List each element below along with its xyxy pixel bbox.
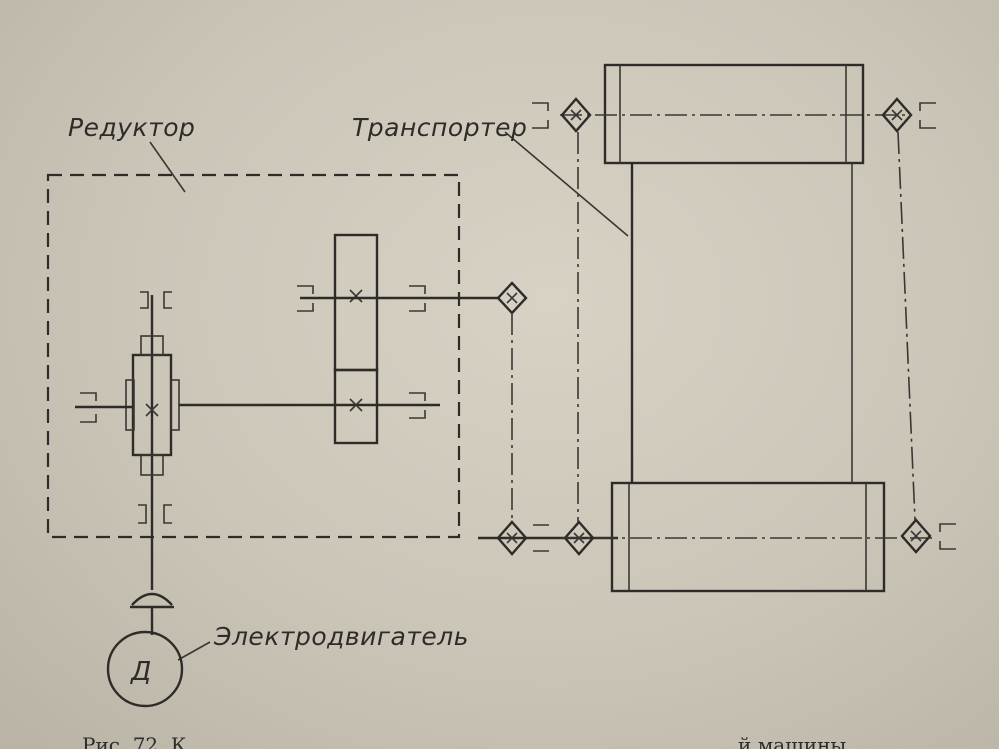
conveyor-leader (504, 131, 629, 237)
right-side-chain (897, 131, 916, 521)
bearing-left (80, 392, 97, 423)
motor-coupling (131, 592, 173, 606)
reducer-housing (46, 173, 461, 539)
motor-symbol: Д (130, 657, 151, 687)
conveyor-roller-top (603, 63, 865, 165)
spur-gear-lower (333, 368, 379, 445)
motor-leader (177, 641, 211, 661)
sprocket-bottom-right (900, 518, 932, 554)
motor-circle (106, 630, 184, 708)
bearing-top (140, 291, 172, 309)
bearing-output-right (409, 285, 426, 312)
bearing-bottom (138, 504, 172, 524)
bearing-roller-top-left (532, 102, 549, 129)
bearing-roller-top-right (919, 102, 936, 129)
conveyor-label: Транспортер (352, 113, 527, 142)
bearing-output-left (297, 285, 314, 312)
bearing-roller-bottom-right (939, 523, 956, 550)
conveyor-roller-bottom (610, 481, 886, 593)
bearing-lower-mid (533, 524, 549, 552)
bevel-gear-assembly (125, 335, 180, 476)
figure-caption: Рис. 72. К (82, 733, 187, 749)
reducer-label: Редуктор (68, 113, 195, 142)
motor-label: Электродвигатель (213, 622, 469, 651)
sprocket-output (496, 281, 528, 315)
sprocket-top-left (560, 97, 592, 133)
figure-caption-tail: й машины (738, 733, 846, 749)
sprocket-lower-a (496, 520, 528, 556)
bearing-intermediate-right (409, 392, 426, 419)
reducer-leader (149, 141, 186, 193)
sprocket-top-right (881, 97, 913, 133)
spur-gear-upper (333, 233, 379, 372)
